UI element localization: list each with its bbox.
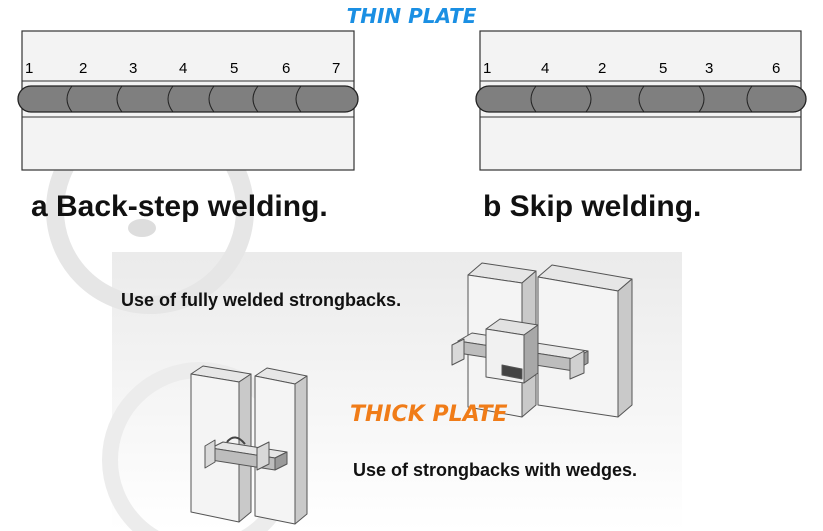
note-fully-welded-strongbacks: Use of fully welded strongbacks.	[121, 290, 402, 310]
thick-plate-title: THICK PLATE	[350, 402, 508, 427]
seq-b-6: 6	[772, 60, 781, 77]
bead-segment-dividers-a	[66, 85, 302, 113]
seq-b-3: 2	[598, 60, 607, 77]
caption-skip: b Skip welding.	[483, 190, 702, 223]
seq-b-2: 4	[541, 60, 550, 77]
seq-a-7: 7	[332, 60, 341, 77]
seq-b-5: 3	[705, 60, 714, 77]
seq-a-5: 5	[230, 60, 239, 77]
panel-a-backstep-diagram	[17, 30, 359, 171]
seq-a-1: 1	[25, 60, 34, 77]
strongback-with-wedges-illustration	[190, 365, 308, 525]
bead-segment-dividers-b	[530, 85, 753, 113]
seq-b-1: 1	[483, 60, 492, 77]
panel-b-skip-diagram	[475, 30, 807, 171]
fully-welded-strongback-illustration	[451, 262, 633, 418]
knob-decor	[128, 219, 156, 237]
seq-a-3: 3	[129, 60, 138, 77]
seq-a-4: 4	[179, 60, 188, 77]
thin-plate-title: THIN PLATE	[346, 4, 477, 28]
seq-b-4: 5	[659, 60, 668, 77]
weld-bead-b	[475, 85, 807, 113]
weld-bead-a	[17, 85, 359, 113]
seq-a-2: 2	[79, 60, 88, 77]
seq-a-6: 6	[282, 60, 291, 77]
caption-backstep: a Back-step welding.	[31, 190, 328, 223]
note-strongbacks-with-wedges: Use of strongbacks with wedges.	[353, 460, 638, 480]
